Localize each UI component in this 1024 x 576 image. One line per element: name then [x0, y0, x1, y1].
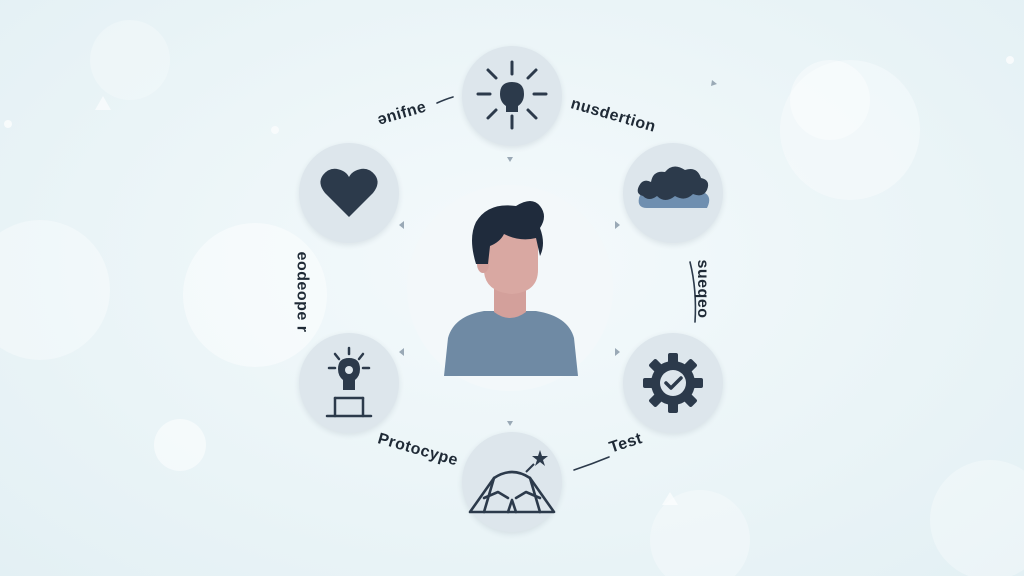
cloud-icon [637, 166, 710, 208]
label-left: ɹ ǝdoǝpoǝ [293, 251, 310, 332]
node-upper-right [623, 143, 723, 243]
node-lower-left [299, 333, 399, 433]
node-bottom [462, 432, 562, 532]
bulb-on-pedestal-icon [325, 346, 373, 418]
lightbulb-icon [476, 60, 548, 130]
label-right: sueqeo [694, 259, 711, 319]
node-top [462, 46, 562, 146]
node-lower-right [623, 333, 723, 433]
heart-icon [320, 168, 378, 217]
node-upper-left [299, 143, 399, 243]
tent-map-icon [468, 450, 556, 514]
person-avatar-icon [444, 201, 578, 376]
gear-check-icon [643, 353, 703, 413]
